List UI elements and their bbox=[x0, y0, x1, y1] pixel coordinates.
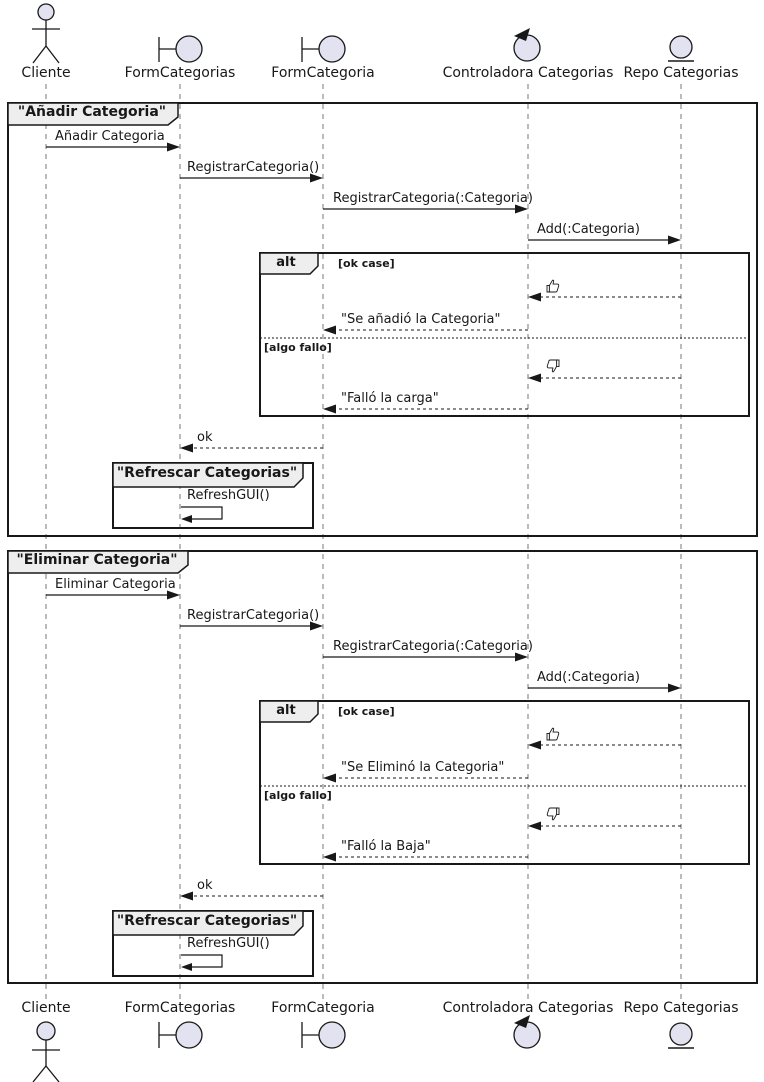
arrow-add-categoria-2 bbox=[528, 683, 681, 693]
guard-label: [ok case] bbox=[338, 705, 395, 718]
arrow-ok-1 bbox=[180, 443, 323, 453]
arrow-refreshgui-2 bbox=[181, 954, 223, 971]
arrow-registrarcategoria-param-2 bbox=[323, 652, 528, 662]
thumbs-down-icon bbox=[546, 807, 560, 821]
boundary-icon bbox=[158, 35, 203, 63]
frame-tab-eliminar bbox=[7, 550, 189, 574]
message-label: RegistrarCategoria(:Categoria) bbox=[333, 191, 533, 206]
message-label: Add(:Categoria) bbox=[537, 222, 640, 237]
arrow-thumbsup-reply-1 bbox=[528, 292, 681, 302]
thumbs-up-icon bbox=[546, 279, 560, 293]
frame-title-tabs bbox=[7, 102, 319, 936]
arrow-se-anadio bbox=[323, 325, 528, 335]
message-label: "Se añadió la Categoria" bbox=[341, 312, 501, 327]
message-label: RegistrarCategoria() bbox=[187, 608, 320, 623]
participant-label: Controladora Categorias bbox=[442, 65, 614, 81]
guard-label: [algo fallo] bbox=[264, 789, 332, 802]
refrescar-tab-1 bbox=[112, 462, 304, 488]
control-icon bbox=[513, 28, 541, 62]
arrow-fallo-baja bbox=[323, 852, 528, 862]
alt-tab-1 bbox=[259, 252, 319, 275]
arrow-thumbsup-reply-2 bbox=[528, 740, 681, 750]
arrow-registrarcategoria-2 bbox=[180, 621, 323, 631]
participant-label: FormCategoria bbox=[271, 1000, 375, 1016]
message-label: Add(:Categoria) bbox=[537, 670, 640, 685]
arrow-ok-2 bbox=[180, 891, 323, 901]
participant-label: FormCategoria bbox=[271, 65, 375, 81]
participant-label: Controladora Categorias bbox=[442, 1000, 614, 1016]
refrescar-tab-2 bbox=[112, 910, 304, 936]
alt-frame-2 bbox=[259, 700, 750, 865]
participant-label: Repo Categorias bbox=[623, 1000, 739, 1016]
actor-icon bbox=[32, 1021, 60, 1082]
message-label: "Falló la carga" bbox=[341, 391, 439, 406]
arrow-se-elimino bbox=[323, 773, 528, 783]
arrow-refreshgui-1 bbox=[181, 506, 223, 523]
thumbs-down-icon bbox=[546, 359, 560, 373]
boundary-icon bbox=[158, 1021, 203, 1049]
arrow-add-categoria-1 bbox=[528, 235, 681, 245]
reply-arrows bbox=[180, 292, 681, 901]
message-label: RefreshGUI() bbox=[187, 488, 270, 503]
entity-icon bbox=[668, 35, 694, 62]
message-label: Añadir Categoria bbox=[55, 129, 165, 144]
frame-borders bbox=[7, 102, 758, 984]
frame-title: "Añadir Categoria" bbox=[17, 104, 167, 120]
control-icon bbox=[513, 1015, 541, 1049]
frame-title: "Refrescar Categorias" bbox=[116, 465, 298, 481]
message-label: "Falló la Baja" bbox=[341, 839, 431, 854]
arrow-registrarcategoria-param-1 bbox=[323, 204, 528, 214]
alt-tab-2 bbox=[259, 700, 319, 723]
message-label: ok bbox=[197, 430, 213, 445]
arrow-thumbsdown-reply-1 bbox=[528, 373, 681, 383]
message-label: RefreshGUI() bbox=[187, 936, 270, 951]
entity-icon bbox=[668, 1022, 694, 1049]
message-label: ok bbox=[197, 878, 213, 893]
participant-label: FormCategorias bbox=[124, 65, 236, 81]
alt-frame-1 bbox=[259, 252, 750, 417]
message-label: RegistrarCategoria() bbox=[187, 160, 320, 175]
message-label: "Se Eliminó la Categoria" bbox=[341, 760, 505, 775]
lifelines bbox=[45, 84, 682, 1001]
arrow-fallo-carga bbox=[323, 404, 528, 414]
arrow-thumbsdown-reply-2 bbox=[528, 821, 681, 831]
alt-operator-label: alt bbox=[276, 703, 296, 718]
participant-label: Repo Categorias bbox=[623, 65, 739, 81]
boundary-icon bbox=[301, 35, 346, 63]
thumbs-up-icon bbox=[546, 727, 560, 741]
arrow-anadir-categoria bbox=[46, 142, 180, 152]
frame-title: "Eliminar Categoria" bbox=[16, 552, 178, 568]
frame-eliminar bbox=[7, 550, 758, 984]
solid-arrows bbox=[46, 142, 681, 693]
message-label: RegistrarCategoria(:Categoria) bbox=[333, 639, 533, 654]
arrow-registrarcategoria-1 bbox=[180, 173, 323, 183]
actor-icon bbox=[32, 3, 60, 64]
frame-tab-anadir bbox=[7, 102, 179, 126]
participant-label: FormCategorias bbox=[124, 1000, 236, 1016]
boundary-icon bbox=[301, 1021, 346, 1049]
message-label: Eliminar Categoria bbox=[55, 577, 176, 592]
self-arrows bbox=[181, 506, 223, 971]
guard-label: [algo fallo] bbox=[264, 341, 332, 354]
alt-operator-label: alt bbox=[276, 255, 296, 270]
guard-label: [ok case] bbox=[338, 257, 395, 270]
frame-anadir bbox=[7, 102, 758, 537]
participant-label: Cliente bbox=[21, 1000, 71, 1016]
frame-title: "Refrescar Categorias" bbox=[116, 913, 298, 929]
arrow-eliminar-categoria bbox=[46, 590, 180, 600]
participant-label: Cliente bbox=[21, 65, 71, 81]
